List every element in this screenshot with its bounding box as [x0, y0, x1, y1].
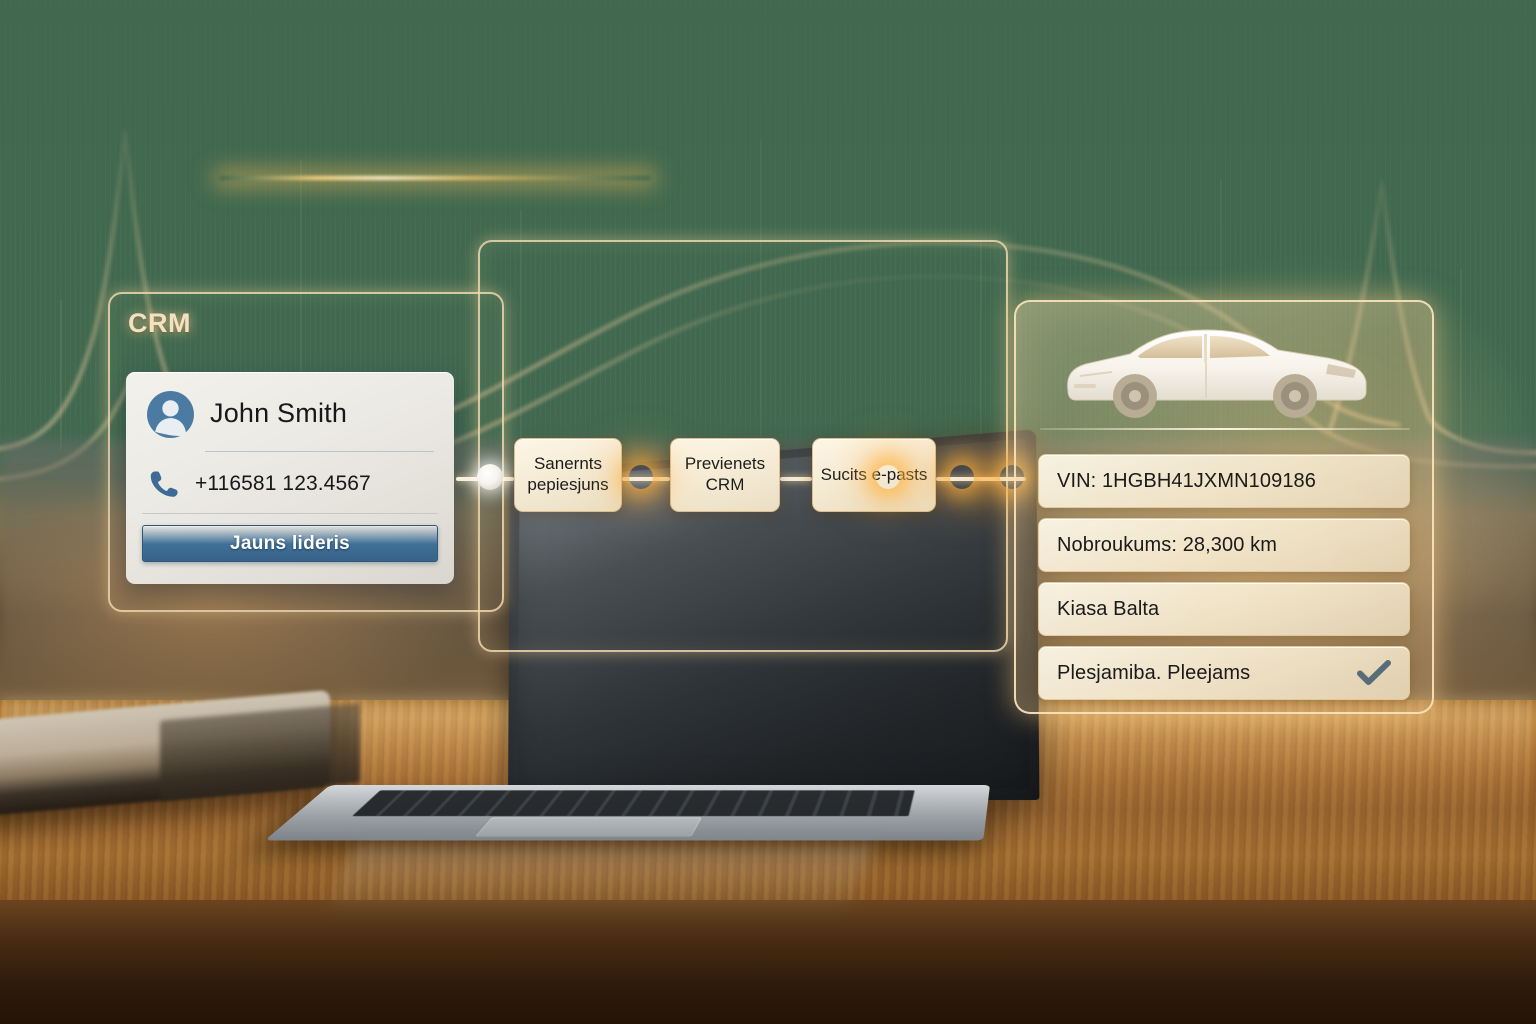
desk-front-edge — [0, 900, 1536, 1024]
connector-line-step3-to-vehicle — [936, 477, 1026, 481]
crm-card-header: John Smith — [126, 372, 454, 439]
connector-line-step1-to-step2 — [622, 477, 670, 481]
vehicle-row-color-text: Kiasa Balta — [1057, 597, 1160, 620]
crm-frame-label: CRM — [128, 308, 191, 338]
crm-lead-name: John Smith — [210, 397, 348, 428]
laptop-desk-reflection — [325, 845, 875, 915]
connector-node-lead-out — [477, 464, 503, 490]
car-illustration — [1067, 329, 1367, 418]
connector-node-step1-out — [629, 465, 653, 489]
vehicle-row-availability-text: Plesjamiba. Pleejams — [1057, 661, 1251, 684]
crm-lead-card[interactable]: John Smith +116581 123.4567 Jauns lideri… — [126, 372, 454, 584]
flow-step-3[interactable]: Sucits e-pasts — [812, 438, 936, 512]
crm-divider-2 — [142, 513, 438, 514]
laptop-keyboard — [352, 790, 915, 817]
connector-node-step2-out — [876, 465, 900, 489]
flow-step-1[interactable]: Sanernts pepiesjuns — [514, 438, 622, 512]
vehicle-row-color[interactable]: Kiasa Balta — [1038, 582, 1410, 636]
new-lead-button[interactable]: Jauns lideris — [142, 525, 438, 562]
connector-node-step3-out — [950, 465, 974, 489]
crm-lead-phone: +116581 123.4567 — [195, 472, 371, 495]
connector-line-step2-to-step3 — [780, 477, 812, 481]
flow-step-2[interactable]: Previenets CRM — [670, 438, 780, 512]
vehicle-row-vin-text: VIN: 1HGBH41JXMN109186 — [1057, 469, 1316, 492]
crm-divider-1 — [205, 451, 434, 452]
laptop-screen-glow-streak — [220, 176, 650, 180]
vehicle-row-mileage-text: Nobroukums: 28,300 km — [1057, 533, 1277, 556]
vehicle-row-availability[interactable]: Plesjamiba. Pleejams — [1038, 646, 1410, 700]
vehicle-panel-divider — [1040, 428, 1410, 430]
laptop-trackpad — [474, 817, 703, 837]
checkmark-icon — [1357, 660, 1391, 685]
phone-icon — [150, 471, 178, 497]
vehicle-row-vin[interactable]: VIN: 1HGBH41JXMN109186 — [1038, 454, 1410, 508]
vehicle-row-mileage[interactable]: Nobroukums: 28,300 km — [1038, 518, 1410, 572]
crm-phone-row[interactable]: +116581 123.4567 — [126, 452, 454, 499]
user-avatar-icon — [147, 391, 194, 438]
laptop-base — [264, 785, 990, 841]
